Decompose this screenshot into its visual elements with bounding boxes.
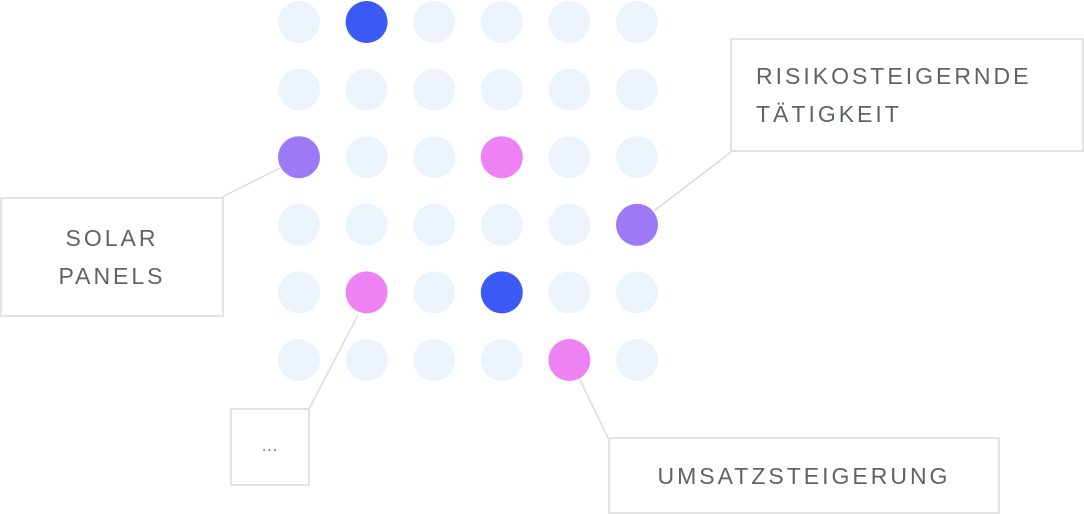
dot-purple-r3-c5 (616, 203, 658, 246)
connector-solar (221, 167, 281, 198)
dot-r5-c2 (413, 339, 456, 381)
dot-r0-c5 (616, 1, 658, 43)
dot-r5-c1 (345, 339, 388, 381)
dot-r1-c5 (616, 68, 658, 111)
connector-risk (653, 151, 732, 212)
callout-umsatz-text: UMSATZSTEIGERUNG (657, 462, 951, 489)
dot-grid (278, 1, 658, 381)
callout-risikosteigernde-taetigkeit: RISIKOSTEIGERNDE TÄTIGKEIT (730, 38, 1084, 152)
dot-r1-c4 (548, 68, 591, 111)
dot-r4-c5 (616, 271, 658, 314)
dot-r1-c3 (480, 68, 523, 111)
dot-r2-c4 (548, 136, 591, 179)
dot-r4-c0 (278, 271, 320, 314)
dot-r0-c3 (480, 1, 523, 43)
dot-r5-c0 (278, 339, 320, 381)
callout-solar-line2: PANELS (58, 263, 166, 289)
dot-r2-c2 (413, 136, 456, 179)
dot-r5-c3 (480, 339, 523, 381)
callout-solar-line1: SOLAR (65, 225, 159, 251)
callout-ellipsis: ... (230, 408, 310, 486)
dot-r0-c4 (548, 1, 591, 43)
dot-pink-r2-c3 (480, 136, 523, 179)
dot-r4-c4 (548, 271, 591, 314)
dot-r4-c2 (413, 271, 456, 314)
dot-r1-c0 (278, 68, 320, 111)
dot-r2-c1 (345, 136, 388, 179)
dot-r3-c0 (278, 203, 320, 246)
dot-r3-c3 (480, 203, 523, 246)
dot-r1-c2 (413, 68, 456, 111)
connector-umsatz (579, 379, 609, 439)
dot-pink-r4-c1 (345, 271, 388, 314)
dot-r2-c5 (616, 136, 658, 179)
dot-blue-r0-c1 (345, 1, 388, 43)
callout-risk-line1: RISIKOSTEIGERNDE (756, 63, 1032, 89)
dot-r1-c1 (345, 68, 388, 111)
callout-umsatzsteigerung: UMSATZSTEIGERUNG (608, 437, 1000, 514)
dot-r0-c2 (413, 1, 456, 43)
dot-pink-r5-c4 (548, 339, 591, 381)
dot-blue-r4-c3 (480, 271, 523, 314)
connector-lines (221, 151, 732, 439)
dot-r3-c2 (413, 203, 456, 246)
dot-purple-r2-c0 (278, 136, 320, 179)
connector-ellipsis (308, 314, 359, 410)
dot-r3-c1 (345, 203, 388, 246)
dot-r5-c5 (616, 339, 658, 381)
callout-ellipsis-text: ... (261, 438, 279, 455)
callout-solar-panels: SOLAR PANELS (0, 197, 224, 317)
callout-risk-line2: TÄTIGKEIT (756, 101, 902, 127)
dot-r0-c0 (278, 1, 320, 43)
dot-r3-c4 (548, 203, 591, 246)
